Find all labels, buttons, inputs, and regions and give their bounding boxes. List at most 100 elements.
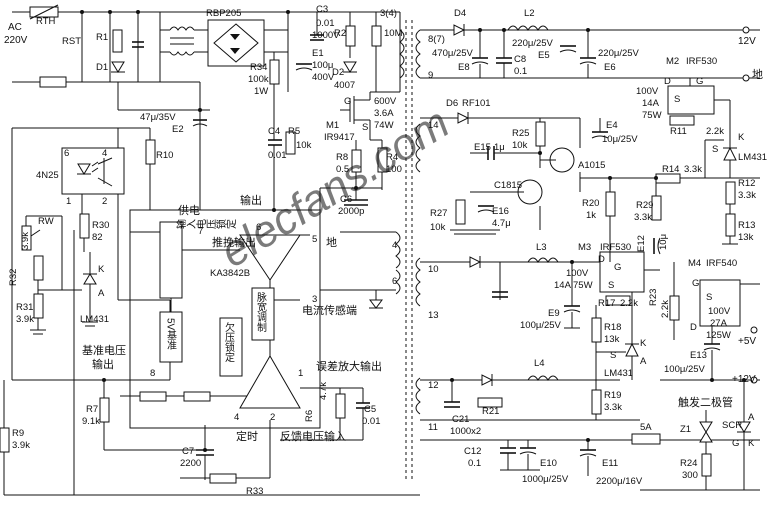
r2-val: 10M	[384, 28, 403, 39]
r23-resistor	[669, 295, 680, 321]
m4-pin-s: S	[706, 292, 712, 303]
r30-val: 82	[92, 232, 103, 243]
c8-val: 0.1	[514, 66, 527, 77]
m4-spec1: 100V	[708, 306, 731, 317]
r25-val: 10k	[512, 140, 528, 151]
r25-resistor	[535, 121, 546, 147]
e1-val1: 100μ	[312, 60, 333, 71]
ic-pin7: 7	[198, 226, 203, 237]
r5-resistor	[285, 131, 296, 155]
e2-label: E2	[172, 124, 184, 135]
ic-uvlo: 欠压锁定	[223, 321, 235, 363]
r7-label: R7	[86, 404, 98, 415]
ic-pin4: 4	[234, 412, 239, 423]
e11-val: 2200μ/16V	[596, 476, 643, 487]
t-pin12: 12	[428, 380, 439, 391]
scr-a: A	[748, 412, 755, 423]
r27-label: R27	[430, 208, 447, 219]
c12-val: 0.1	[468, 458, 481, 469]
e9-val: 100μ/25V	[520, 320, 562, 331]
lm-r-mid: S	[610, 350, 616, 361]
r18-resistor	[591, 317, 602, 343]
c21-label: C21	[452, 414, 469, 425]
r19-val: 3.3k	[604, 402, 622, 413]
e10-val: 1000μ/25V	[522, 474, 569, 485]
r12-resistor	[725, 181, 736, 205]
e8-label: E8	[458, 62, 470, 73]
pin-g-m1: G	[344, 96, 351, 107]
l3-label: L3	[536, 242, 547, 253]
diode-l3	[469, 256, 482, 268]
r8-val: 0.5	[336, 164, 349, 175]
labels: AC 220V RTH RST R1 D1 RBP205 C3 0.01 100…	[4, 4, 767, 497]
out-5v-label: +5V	[738, 336, 756, 347]
block-input-lockout	[159, 221, 183, 299]
d2-label: D2	[332, 67, 344, 78]
r34-val2: 1W	[254, 86, 268, 97]
l3-inductor	[527, 257, 559, 263]
ic-uv-lock: 输入电压锁定	[175, 220, 237, 232]
e1-label: E1	[312, 48, 324, 59]
t-pin10: 10	[428, 264, 439, 275]
c6-label: C6	[340, 194, 352, 205]
r6-label: R6	[304, 410, 315, 422]
d2-diode	[343, 61, 357, 73]
r30-resistor	[79, 213, 90, 239]
m1-label: M1	[326, 120, 339, 131]
m2-pin-g: G	[696, 76, 703, 87]
rw-label: RW	[38, 216, 54, 227]
r-10m-resistor	[371, 25, 382, 47]
r34-label: R34	[250, 62, 267, 73]
t-pin13: 13	[428, 310, 439, 321]
r17-resistor	[605, 295, 631, 306]
m2-spec3: 75W	[642, 110, 662, 121]
e16-val: 4.7μ	[492, 218, 511, 229]
t-pin8: 8(7)	[428, 34, 445, 45]
r34-resistor	[269, 59, 280, 85]
ic-pin5: 5	[312, 234, 317, 245]
scr-g: G	[732, 438, 739, 449]
r24-label: R24	[680, 458, 697, 469]
diode-l4	[481, 374, 494, 386]
m1-mosfet	[340, 92, 371, 140]
lm431-mid-label: LM431	[604, 368, 633, 379]
ic-cs-1: 电流传感端	[302, 303, 357, 317]
m3-spec1: 100V	[566, 268, 589, 279]
ic-pwm: 脉宽调制	[255, 291, 267, 332]
r29-val: 3.3k	[634, 212, 652, 223]
r5-label: R5	[288, 126, 300, 137]
r4-label: R4	[386, 152, 398, 163]
r30-label: R30	[92, 220, 109, 231]
r32-val: 3.9k	[20, 232, 31, 250]
r20-label: R20	[582, 198, 599, 209]
fuse-label: 5A	[640, 422, 652, 433]
t-pin11: 11	[428, 422, 438, 433]
m1-spec2: 3.6A	[374, 108, 394, 119]
ic-vcc: 供电	[178, 203, 200, 217]
t-pin6: 6	[392, 276, 397, 287]
opto-pin4: 4	[102, 148, 107, 159]
r20-val: 1k	[586, 210, 596, 221]
l4-inductor	[527, 375, 559, 381]
r8-label: R8	[336, 152, 348, 163]
r7-resistor	[99, 397, 110, 423]
r24-val: 300	[682, 470, 698, 481]
m2-mosfet	[667, 78, 730, 115]
m4-label: M4	[688, 258, 701, 269]
r14-val: 3.3k	[684, 164, 702, 175]
ic-pin6: 6	[256, 222, 261, 233]
r34-val1: 100k	[248, 74, 269, 85]
r32-resistor	[33, 255, 44, 281]
z1-label: Z1	[680, 424, 691, 435]
r14-resistor	[655, 173, 681, 184]
e6-label: E6	[604, 62, 616, 73]
lm431-k: K	[98, 264, 105, 275]
c5-label: C5	[364, 404, 376, 415]
r21-resistor	[477, 397, 503, 408]
r21-label: R21	[482, 406, 499, 417]
m1-spec3: 74W	[374, 120, 394, 131]
ic-push-pull: 推挽输出	[212, 235, 256, 249]
opto-pin1: 1	[66, 196, 71, 207]
r7-val: 9.1k	[82, 416, 100, 427]
r13-val: 13k	[738, 232, 754, 243]
